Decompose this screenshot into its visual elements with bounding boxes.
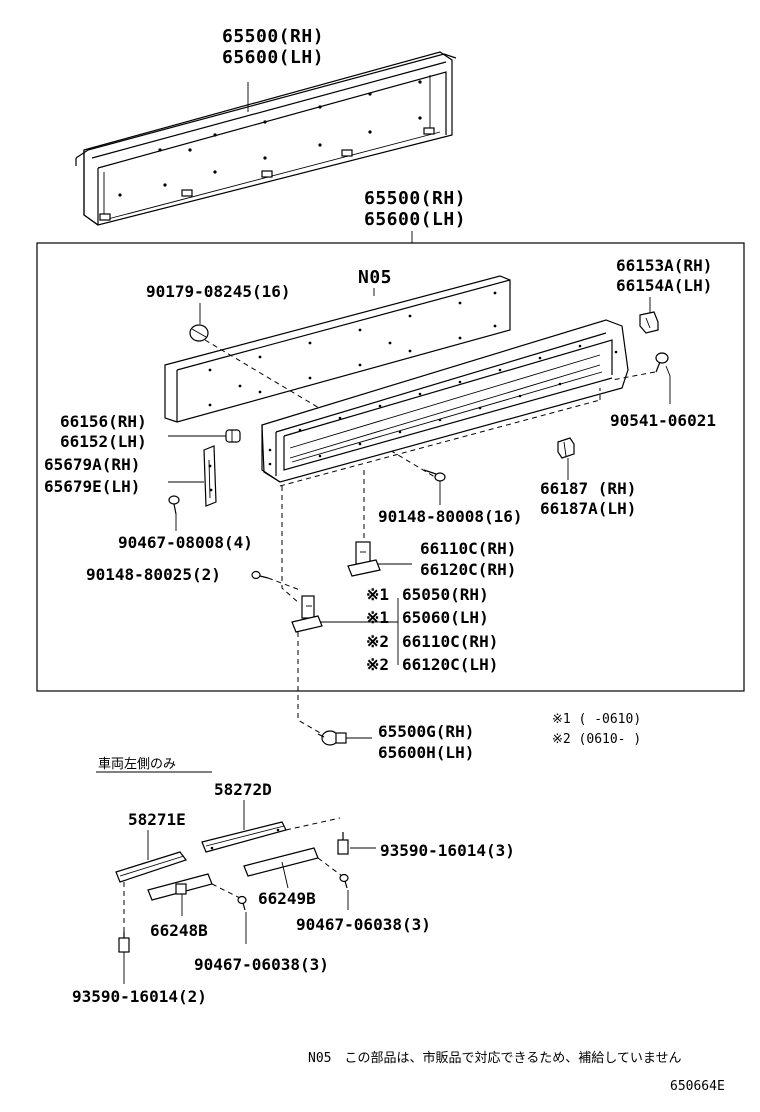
figure-number: 650664E xyxy=(670,1079,725,1094)
frame-assembly xyxy=(261,319,629,483)
label-66153a: 66153A(RH) xyxy=(616,256,712,275)
label-90467-4: 90467-08008(4) xyxy=(118,533,253,552)
screw-90467-3a xyxy=(237,895,247,911)
plate-66248b xyxy=(147,873,213,901)
label-65679e: 65679E(LH) xyxy=(44,477,140,496)
hinge-66110c xyxy=(347,541,381,577)
clip-66153a xyxy=(639,311,659,334)
latch-65500g xyxy=(317,730,347,746)
label-top-rh: 65500(RH) xyxy=(222,26,324,47)
rail-58271e xyxy=(115,851,187,883)
n05-board xyxy=(164,275,511,423)
label-90541: 90541-06021 xyxy=(610,411,716,430)
note-2: ※2 (0610- ) xyxy=(552,732,641,747)
label-90148-2: 90148-80025(2) xyxy=(86,565,221,584)
mark-1a: ※1 xyxy=(366,585,389,604)
note-1: ※1 ( -0610) xyxy=(552,712,641,727)
exploded-view-frame xyxy=(36,242,745,692)
hinge-65050 xyxy=(291,595,323,633)
footnote-n05: N05 この部品は、市販品で対応できるため、補給していません xyxy=(308,1050,681,1066)
label-65050: 65050(RH) xyxy=(402,585,489,604)
bolt-90148-16 xyxy=(423,469,446,482)
label-66156: 66156(RH) xyxy=(60,412,147,431)
label-box-lh: 65600(LH) xyxy=(364,209,466,230)
plate-66249b xyxy=(243,847,319,877)
label-left-only: 車両左側のみ xyxy=(98,757,176,772)
screw-90467-3b xyxy=(339,873,349,889)
screw-90467-4 xyxy=(168,495,180,515)
label-90467-3b: 90467-06038(3) xyxy=(296,915,431,934)
label-65060: 65060(LH) xyxy=(402,608,489,627)
screw-90148-2 xyxy=(251,570,269,580)
label-58271e: 58271E xyxy=(128,810,186,829)
label-66110c-2: 66110C(RH) xyxy=(402,632,498,651)
label-65500g: 65500G(RH) xyxy=(378,722,474,741)
screw-90541 xyxy=(655,352,669,373)
clip-66187 xyxy=(557,437,575,459)
label-top-lh: 65600(LH) xyxy=(222,47,324,68)
label-90467-3a: 90467-06038(3) xyxy=(194,955,329,974)
mark-1b: ※1 xyxy=(366,608,389,627)
nut-90179 xyxy=(189,324,209,342)
label-66249b: 66249B xyxy=(258,889,316,908)
label-65600h: 65600H(LH) xyxy=(378,743,474,762)
label-66187: 66187 (RH) xyxy=(540,479,636,498)
label-90179: 90179-08245(16) xyxy=(146,282,291,301)
label-66110c: 66110C(RH) xyxy=(420,539,516,558)
bolt-93590-2 xyxy=(118,932,130,953)
top-panel-drawing xyxy=(75,51,457,226)
bracket-65679a xyxy=(203,445,217,507)
mark-2b: ※2 xyxy=(366,655,389,674)
label-66152: 66152(LH) xyxy=(60,432,147,451)
label-box-rh: 65500(RH) xyxy=(364,188,466,209)
label-66120c-2: 66120C(LH) xyxy=(402,655,498,674)
label-66154a: 66154A(LH) xyxy=(616,276,712,295)
label-90148-16: 90148-80008(16) xyxy=(378,507,523,526)
label-66120c: 66120C(RH) xyxy=(420,560,516,579)
label-65679a: 65679A(RH) xyxy=(44,455,140,474)
label-93590-3: 93590-16014(3) xyxy=(380,841,515,860)
label-66248b: 66248B xyxy=(150,921,208,940)
bolt-93590-3 xyxy=(337,832,349,855)
label-58272d: 58272D xyxy=(214,780,272,799)
mark-2a: ※2 xyxy=(366,632,389,651)
spacer-66156 xyxy=(225,429,241,443)
label-93590-2: 93590-16014(2) xyxy=(72,987,207,1006)
label-66187a: 66187A(LH) xyxy=(540,499,636,518)
label-n05: N05 xyxy=(358,267,392,288)
